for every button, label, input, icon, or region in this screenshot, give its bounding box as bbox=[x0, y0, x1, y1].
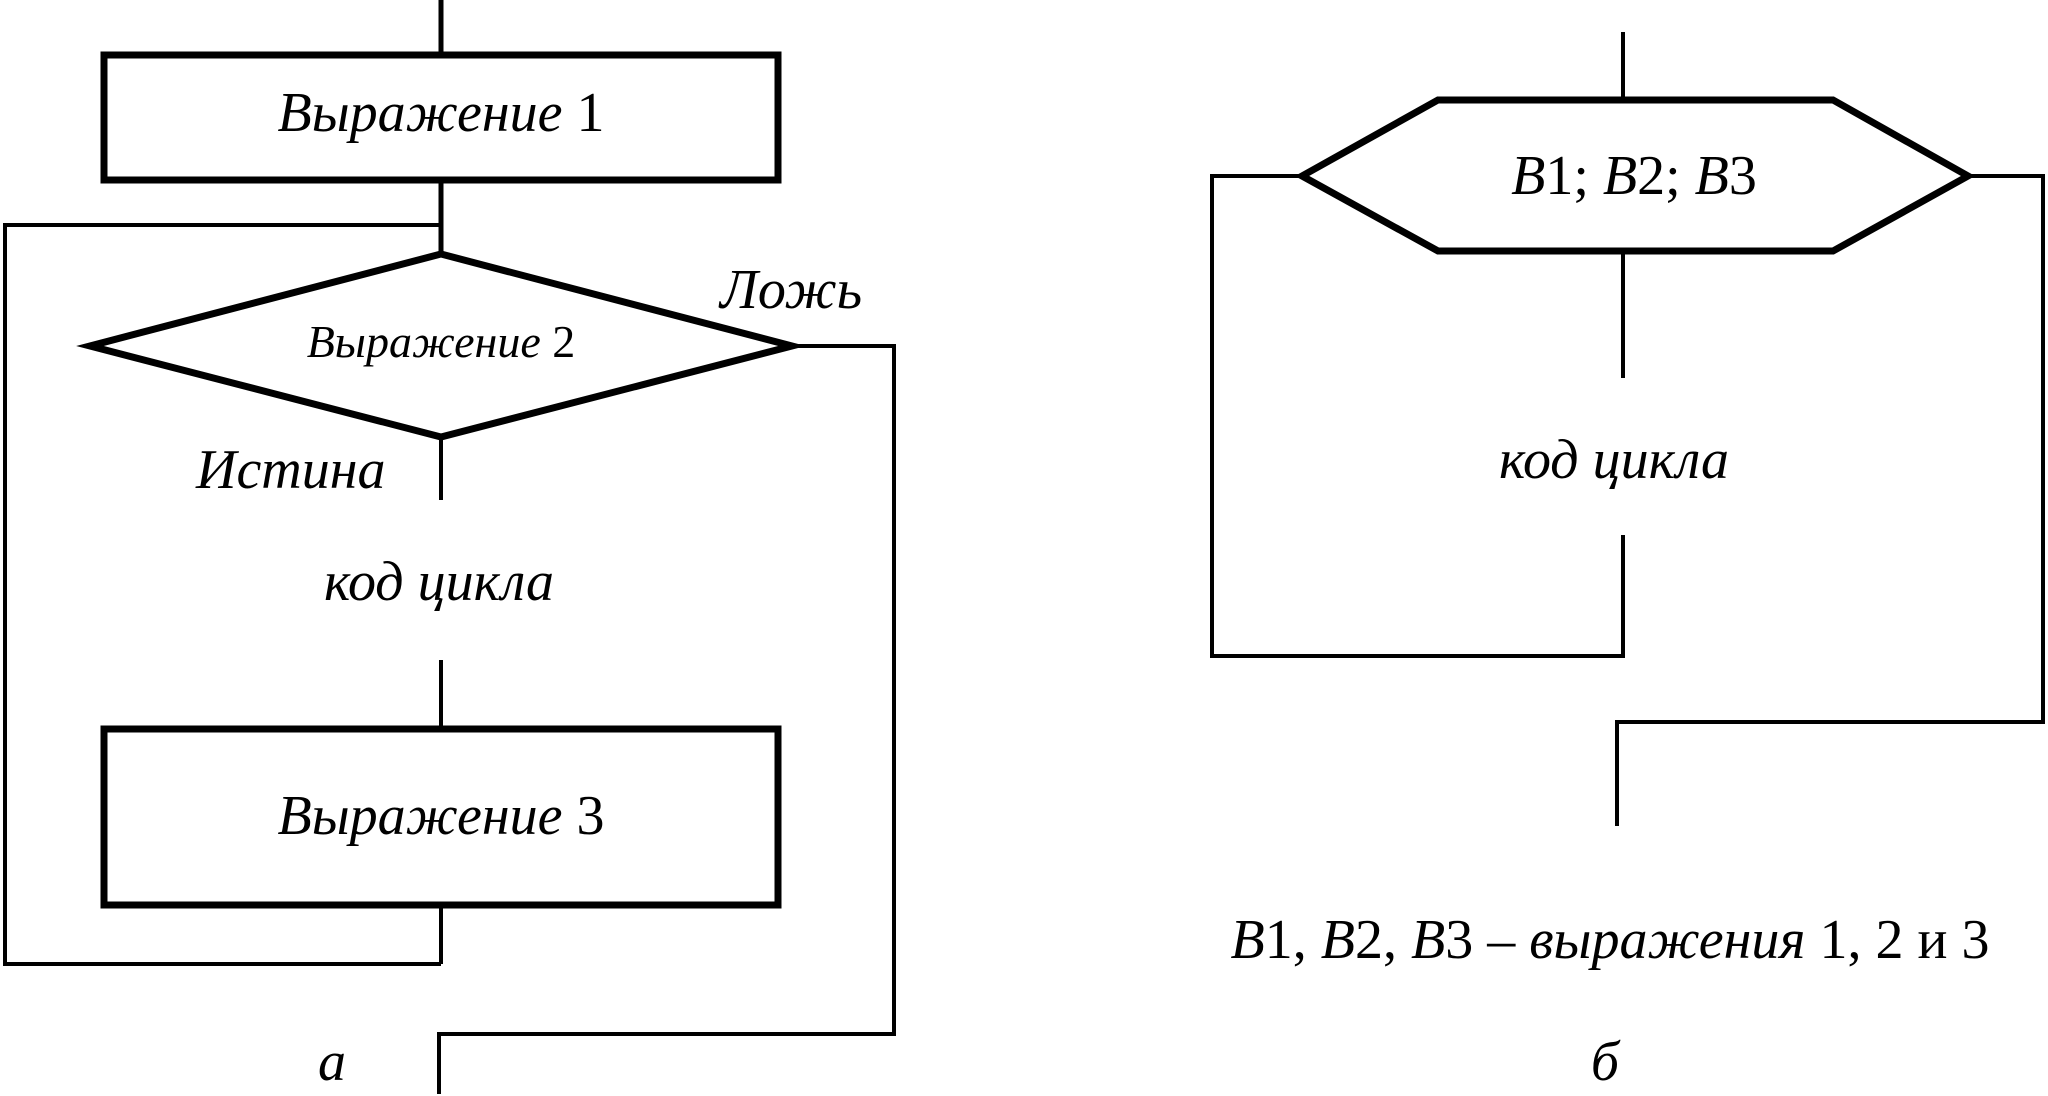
legend-b2-rest: 2, bbox=[1355, 909, 1411, 971]
loop-back-line-b bbox=[1210, 174, 1625, 658]
exit-line-b bbox=[1615, 174, 2045, 826]
header-b2-rest: 2; bbox=[1637, 145, 1695, 207]
header-b1-rest: 1; bbox=[1545, 145, 1603, 207]
caption-a: а bbox=[318, 1031, 346, 1093]
loop-code-label-b: код цикла bbox=[1499, 429, 1729, 491]
expression-2-word: Выражение bbox=[307, 316, 541, 367]
legend-text-b: B1, B2, B3 – выражения 1, 2 и 3 bbox=[1231, 909, 1990, 971]
legend-words: выражения bbox=[1529, 909, 1805, 971]
header-b1-letter: B bbox=[1511, 145, 1545, 207]
expression-3-word: Выражение bbox=[278, 785, 563, 847]
legend-tail: 1, 2 и 3 bbox=[1805, 909, 1989, 971]
expression-3-number: 3 bbox=[562, 785, 604, 847]
loop-back-line-a bbox=[3, 223, 441, 966]
header-b3-rest: 3 bbox=[1729, 145, 1757, 207]
diagram-b: B1; B2; B3 код цикла B1, B2, B3 – выраже… bbox=[1210, 32, 2045, 1093]
legend-b1-rest: 1, bbox=[1265, 909, 1321, 971]
legend-b1-letter: B bbox=[1231, 909, 1265, 971]
expression-1-word: Выражение bbox=[278, 82, 563, 144]
true-label: Истина bbox=[195, 439, 386, 501]
header-b2-letter: B bbox=[1603, 145, 1637, 207]
caption-b: б bbox=[1591, 1031, 1621, 1093]
expression-1-label: Выражение 1 bbox=[278, 82, 605, 144]
expression-3-label: Выражение 3 bbox=[278, 785, 605, 847]
loop-header-label: B1; B2; B3 bbox=[1511, 145, 1757, 207]
legend-b3-rest: 3 – bbox=[1445, 909, 1529, 971]
legend-b3-letter: B bbox=[1411, 909, 1445, 971]
expression-2-label: Выражение 2 bbox=[307, 316, 576, 367]
legend-b2-letter: B bbox=[1321, 909, 1355, 971]
expression-3-box bbox=[100, 725, 782, 909]
header-b3-letter: B bbox=[1695, 145, 1729, 207]
diagram-a: Выражение 1 Выражение 2 Ложь Истина код … bbox=[3, 0, 896, 1094]
false-branch-line bbox=[437, 344, 896, 1094]
loop-code-label-a: код цикла bbox=[324, 551, 554, 613]
expression-2-number: 2 bbox=[541, 316, 576, 367]
expression-1-number: 1 bbox=[562, 82, 604, 144]
false-label: Ложь bbox=[718, 259, 862, 321]
